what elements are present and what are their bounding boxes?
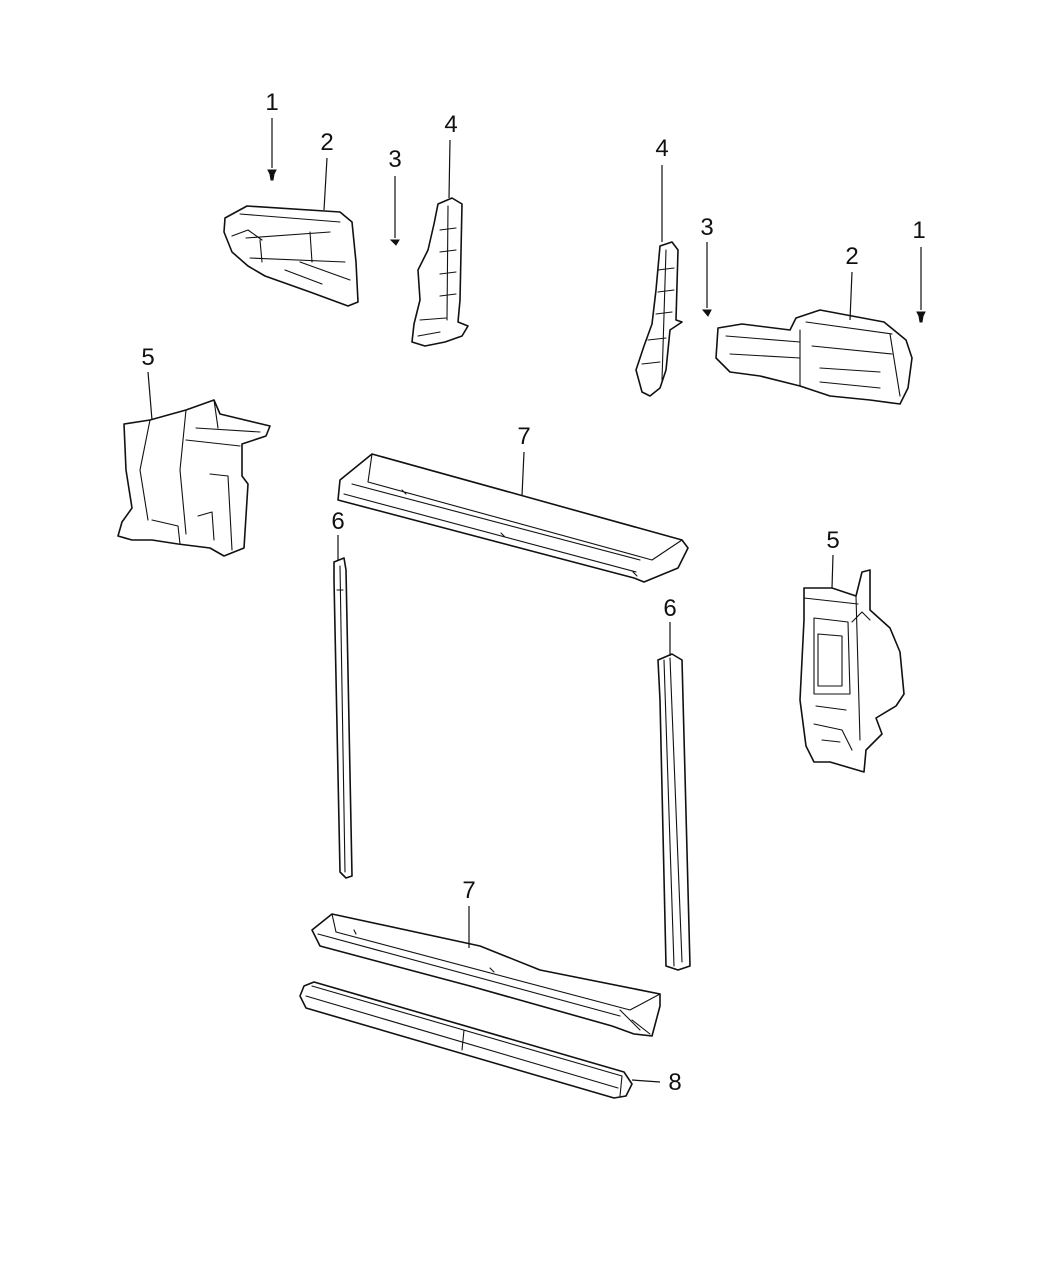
callout-3-left: 3 — [388, 146, 401, 173]
callout-8: 8 — [668, 1069, 681, 1096]
callout-1-left: 1 — [265, 89, 278, 116]
vertical-bracket-left — [411, 139, 469, 347]
clip-left — [389, 176, 400, 246]
callout-6-right: 6 — [663, 595, 676, 622]
callout-4-left: 4 — [444, 111, 457, 138]
callout-5-right: 5 — [826, 527, 839, 554]
callout-1-right: 1 — [912, 217, 925, 244]
vertical-bracket-right — [635, 165, 683, 397]
bottom-seal — [299, 981, 661, 1099]
clip-right — [701, 242, 712, 317]
air-deflector-right — [799, 554, 905, 773]
screw-left — [267, 118, 277, 181]
air-deflector-left — [117, 371, 271, 557]
callout-2-right: 2 — [845, 243, 858, 270]
bracket-left — [223, 157, 359, 307]
callout-7-bottom: 7 — [462, 877, 475, 904]
upper-seal — [337, 451, 689, 583]
side-seal-right — [657, 622, 691, 971]
lower-seal — [311, 906, 661, 1037]
callout-6-left: 6 — [331, 508, 344, 535]
callout-3-right: 3 — [700, 214, 713, 241]
callout-7-top: 7 — [517, 423, 530, 450]
screw-right — [916, 247, 926, 323]
callout-2-left: 2 — [320, 129, 333, 156]
side-seal-left — [333, 535, 353, 879]
callout-5-left: 5 — [141, 344, 154, 371]
bracket-right — [715, 271, 913, 405]
callout-4-right: 4 — [655, 135, 668, 162]
